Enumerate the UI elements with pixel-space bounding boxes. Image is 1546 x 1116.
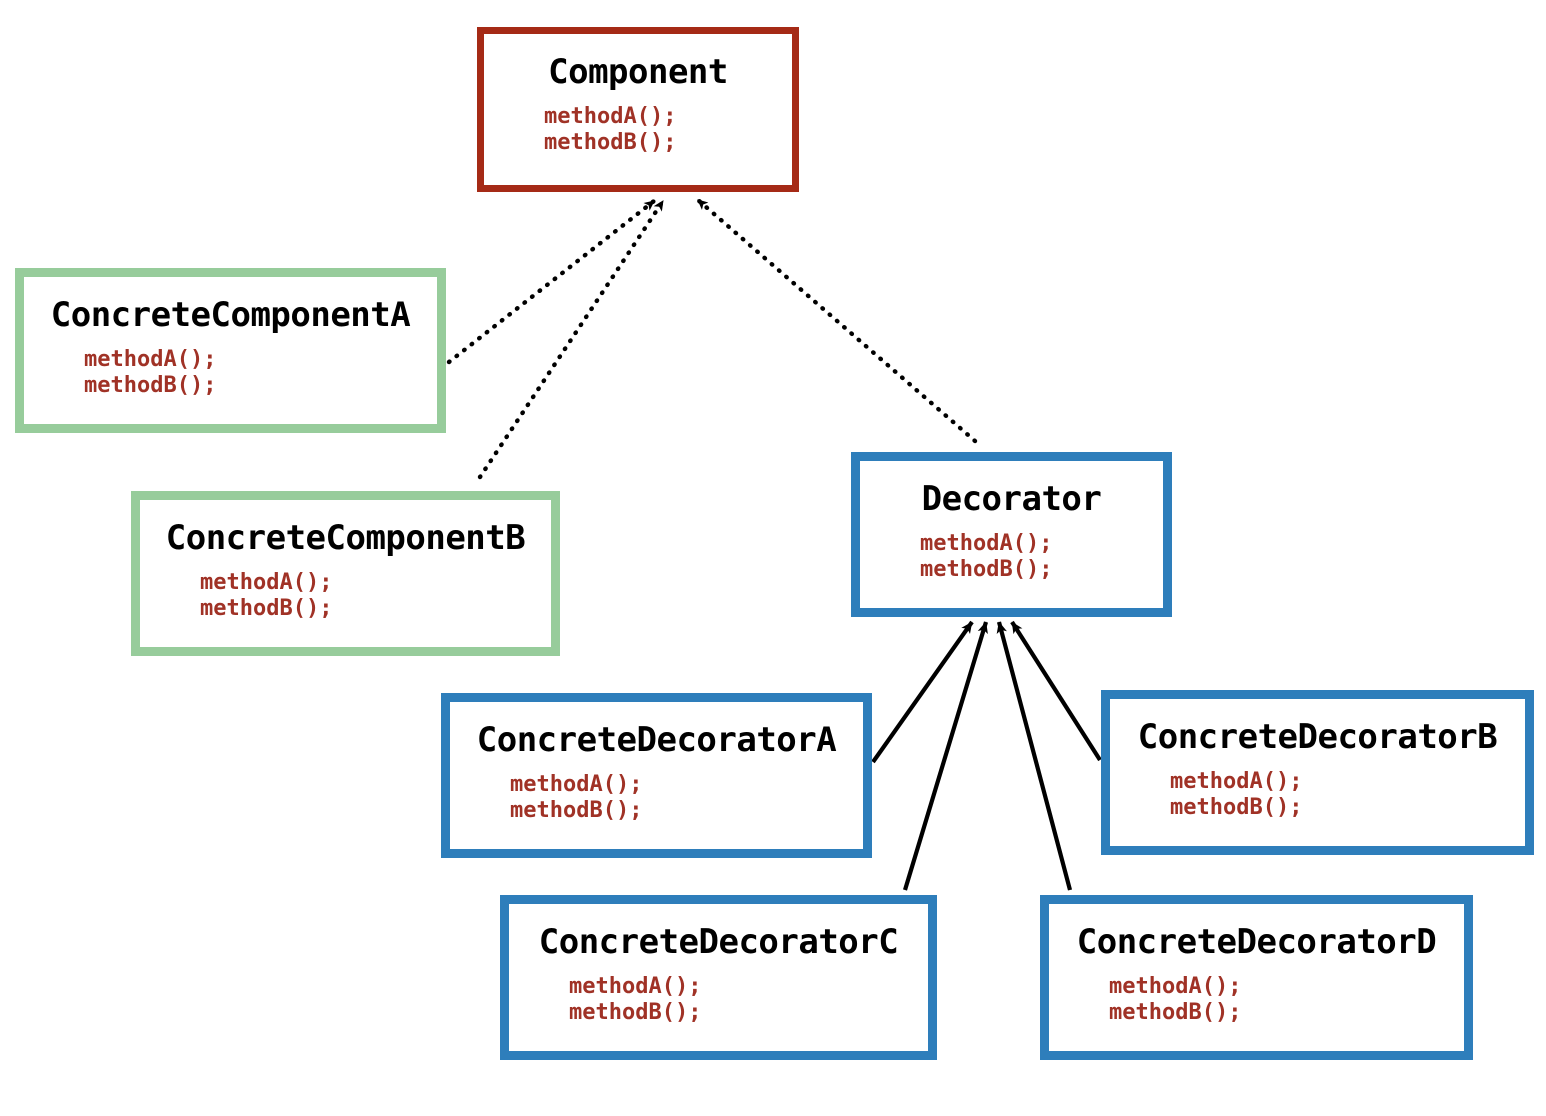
edge-ccb-component [477,198,666,480]
edge-cdb-decorator [1010,620,1102,762]
method-item: methodB(); [544,129,677,155]
method-list-concrete-component-b: methodA();methodB(); [200,570,332,622]
method-list-component: methodA();methodB(); [544,104,676,156]
class-box-component[interactable]: Component methodA();methodB(); [477,27,799,192]
method-list-concrete-decorator-b: methodA();methodB(); [1170,769,1302,821]
method-item: methodB(); [1170,794,1303,820]
method-item: methodB(); [200,595,333,621]
method-list-decorator: methodA();methodB(); [920,531,1052,583]
method-item: methodA(); [84,347,217,372]
class-name-concrete-component-b: ConcreteComponentB [165,518,526,558]
class-name-decorator: Decorator [921,479,1102,519]
edge-cca-component [446,198,657,365]
method-item: methodA(); [920,531,1053,556]
method-item: methodB(); [1109,999,1242,1025]
class-box-decorator[interactable]: Decorator methodA();methodB(); [851,452,1172,617]
class-box-concrete-decorator-d[interactable]: ConcreteDecoratorD methodA();methodB(); [1040,895,1473,1060]
edge-cdd-decorator [996,621,1073,891]
method-list-concrete-decorator-c: methodA();methodB(); [569,974,701,1026]
class-name-concrete-decorator-b: ConcreteDecoratorB [1137,717,1498,757]
edge-cdc-decorator [902,621,989,891]
method-item: methodA(); [200,570,333,595]
class-box-concrete-component-b[interactable]: ConcreteComponentB methodA();methodB(); [131,491,560,656]
method-item: methodA(); [510,772,643,797]
class-box-concrete-decorator-b[interactable]: ConcreteDecoratorB methodA();methodB(); [1101,690,1534,855]
method-list-concrete-decorator-d: methodA();methodB(); [1109,974,1241,1026]
class-box-concrete-decorator-c[interactable]: ConcreteDecoratorC methodA();methodB(); [500,895,937,1060]
class-name-concrete-component-a: ConcreteComponentA [50,295,411,335]
method-list-concrete-decorator-a: methodA();methodB(); [510,772,642,824]
class-box-concrete-decorator-a[interactable]: ConcreteDecoratorA methodA();methodB(); [441,693,872,858]
method-item: methodA(); [569,974,702,999]
method-item: methodB(); [569,999,702,1025]
method-item: methodB(); [920,556,1053,582]
method-item: methodB(); [510,797,643,823]
class-name-component: Component [548,52,728,92]
class-name-concrete-decorator-d: ConcreteDecoratorD [1076,922,1437,962]
class-name-concrete-decorator-c: ConcreteDecoratorC [538,922,899,962]
class-box-concrete-component-a[interactable]: ConcreteComponentA methodA();methodB(); [15,268,446,433]
class-name-concrete-decorator-a: ConcreteDecoratorA [476,720,837,760]
method-list-concrete-component-a: methodA();methodB(); [84,347,216,399]
method-item: methodA(); [1109,974,1242,999]
edge-cda-decorator [871,620,974,764]
method-item: methodB(); [84,372,217,398]
method-item: methodA(); [544,104,677,129]
edge-decorator-component [695,197,978,444]
method-item: methodA(); [1170,769,1303,794]
